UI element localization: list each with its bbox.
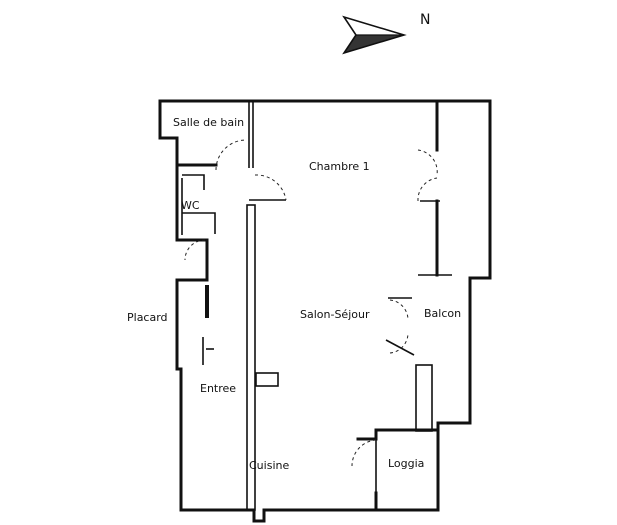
interior-walls — [181, 101, 452, 511]
north-arrow-icon — [342, 15, 407, 55]
door-swings — [184, 139, 438, 467]
room-label-entree: Entree — [200, 382, 236, 395]
room-label-placard: Placard — [127, 311, 168, 324]
north-label: N — [420, 12, 430, 28]
room-label-chambre: Chambre 1 — [309, 160, 370, 173]
room-label-loggia: Loggia — [388, 457, 424, 470]
room-label-salle-de-bain: Salle de bain — [173, 116, 244, 129]
room-label-balcon: Balcon — [424, 307, 461, 320]
room-label-wc: WC — [181, 199, 200, 212]
room-label-salon: Salon-Séjour — [300, 308, 370, 321]
room-label-cuisine: Cuisine — [249, 459, 289, 472]
